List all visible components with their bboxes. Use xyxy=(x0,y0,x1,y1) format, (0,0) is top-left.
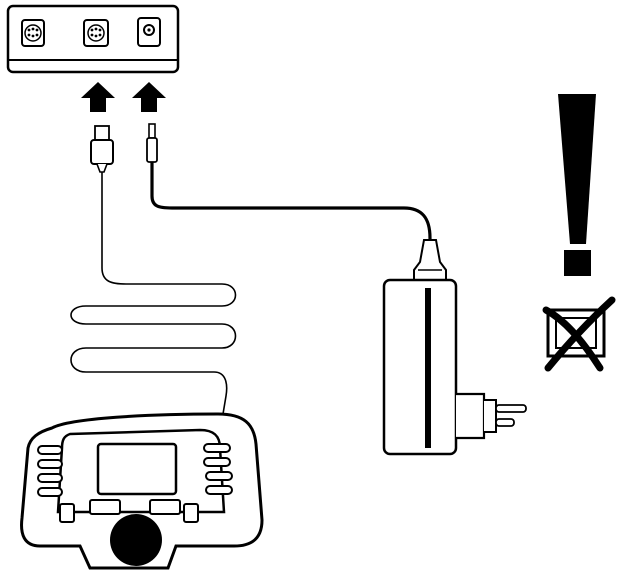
power-adapter-icon xyxy=(382,239,527,456)
controller-cable xyxy=(70,170,237,421)
arrow-up-icon xyxy=(81,82,115,112)
dc-plug-icon xyxy=(146,123,158,163)
crossed-out-socket-icon xyxy=(542,296,616,372)
connector-panel xyxy=(6,4,180,74)
control-knob xyxy=(110,514,162,566)
handheld-controller-icon xyxy=(20,412,264,570)
din-plug-icon xyxy=(90,125,114,173)
din-socket-icon xyxy=(21,19,45,47)
arrow-up-icon xyxy=(132,82,166,112)
exclamation-icon xyxy=(558,94,596,276)
power-cable xyxy=(150,160,432,250)
dc-power-jack-icon xyxy=(137,17,161,47)
din-socket-icon xyxy=(83,19,109,47)
